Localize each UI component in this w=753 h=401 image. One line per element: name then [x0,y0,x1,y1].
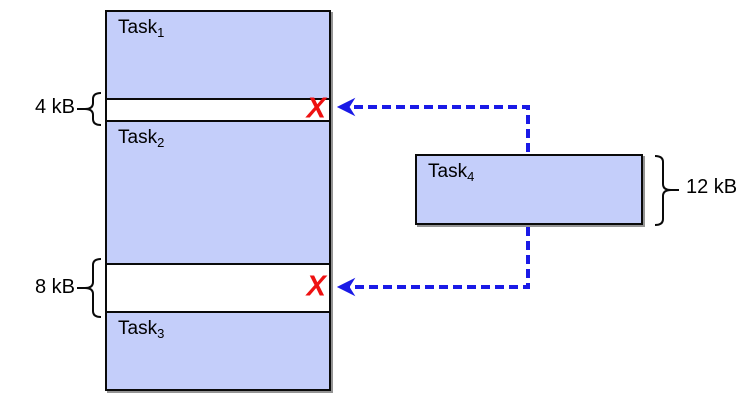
reject-x-icon: X [306,270,326,303]
curly-brace-left-4kb [77,92,102,126]
memory-block-task1: Task1 [107,12,329,100]
memory-column: Task1 X Task2 X Task3 [105,10,331,391]
arrow-task4-to-8kb-gap [336,227,530,297]
memory-gap-4kb: X [107,94,329,123]
gap-size-label-4kb: 4 kB [34,96,75,118]
task4-label: Task4 [428,161,475,184]
arrow-task4-to-4kb-gap [336,97,530,152]
task1-label: Task1 [118,17,165,40]
reject-x-icon: X [306,92,326,125]
task4-size-label: 12 kB [686,176,738,198]
curly-brace-right-12kb [654,155,679,226]
memory-block-task2: Task2 [107,122,329,265]
memory-block-task3: Task3 [107,313,329,389]
task2-label: Task2 [118,127,165,150]
task4-block: Task4 [415,154,643,225]
task3-label: Task3 [118,318,165,341]
curly-brace-left-8kb [77,258,102,318]
memory-gap-8kb: X [107,265,329,313]
gap-size-label-8kb: 8 kB [34,276,75,298]
